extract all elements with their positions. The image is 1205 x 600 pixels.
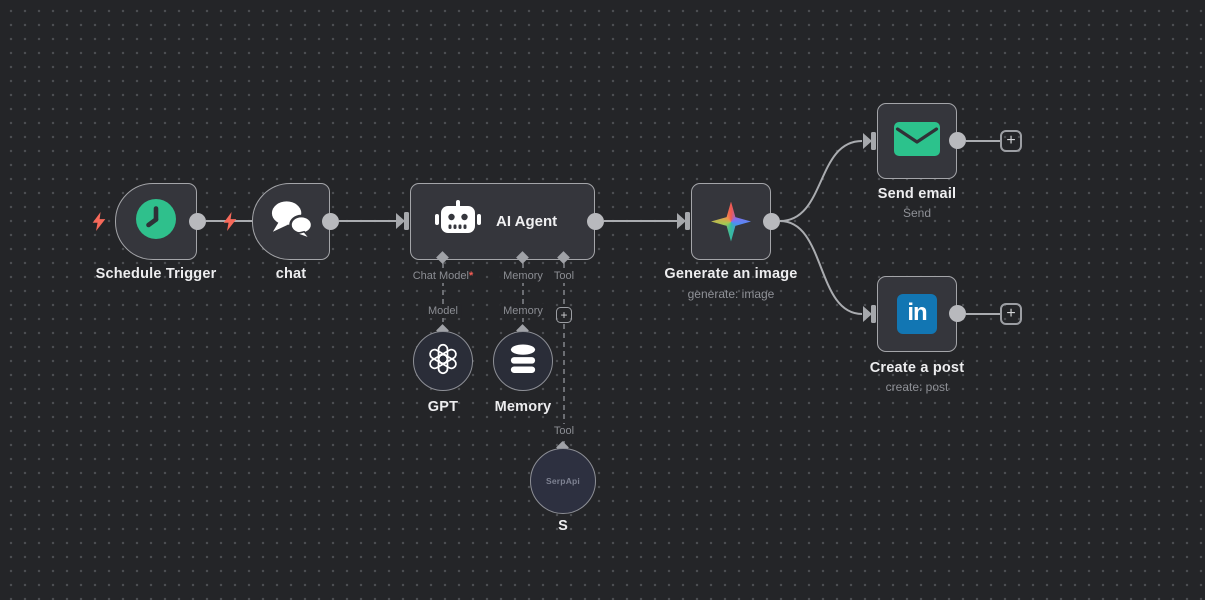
envelope-icon — [894, 121, 940, 161]
node-label-generate-image: Generate an image — [664, 266, 798, 282]
node-ai-agent[interactable]: AI Agent — [410, 183, 595, 260]
node-chat-trigger[interactable] — [252, 183, 330, 260]
node-schedule-trigger[interactable] — [115, 183, 197, 260]
required-marker: * — [468, 270, 474, 282]
node-serpapi[interactable]: SerpApi — [530, 448, 596, 514]
port-label-memory: Memory — [500, 269, 546, 283]
node-send-email[interactable] — [877, 103, 957, 179]
input-port-ai-agent[interactable] — [396, 212, 409, 230]
openai-icon — [427, 343, 459, 380]
input-port-generate-image[interactable] — [677, 212, 690, 230]
chat-bubbles-icon — [268, 198, 315, 245]
serpapi-badge: SerpApi — [546, 476, 580, 486]
connection-generate-to-post[interactable] — [779, 220, 863, 315]
node-subtitle-create-post: create: post — [885, 380, 949, 394]
subport-label-model: Model — [425, 304, 461, 318]
node-label-chat-trigger: chat — [275, 266, 307, 282]
add-tool-button[interactable]: + — [556, 307, 572, 323]
lightning-icon — [92, 212, 106, 236]
node-subtitle-generate-image: generate: image — [687, 287, 775, 301]
node-label-send-email: Send email — [877, 186, 957, 202]
connection-generate-to-email[interactable] — [779, 140, 863, 222]
node-gpt[interactable] — [413, 331, 473, 391]
node-label-serpapi: S — [558, 518, 568, 534]
linkedin-icon: in — [897, 294, 937, 334]
node-label-memory: Memory — [494, 399, 552, 415]
subport-label-tool: Tool — [550, 424, 578, 438]
node-title-ai-agent: AI Agent — [496, 213, 558, 230]
input-port-create-post[interactable] — [863, 305, 876, 323]
output-port-generate-image[interactable] — [763, 213, 780, 230]
node-create-post[interactable]: in — [877, 276, 957, 352]
node-memory[interactable] — [493, 331, 553, 391]
output-port-ai-agent[interactable] — [587, 213, 604, 230]
add-step-button[interactable]: + — [1000, 303, 1022, 325]
node-label-create-post: Create a post — [869, 360, 965, 376]
add-step-button[interactable]: + — [1000, 130, 1022, 152]
port-label-tool: Tool — [550, 269, 578, 283]
lightning-icon — [223, 212, 237, 236]
port-label-chat-model: Chat Model* — [409, 269, 477, 283]
output-port-schedule-trigger[interactable] — [189, 213, 206, 230]
node-label-gpt: GPT — [427, 399, 459, 415]
node-subtitle-send-email: Send — [902, 206, 932, 220]
node-generate-image[interactable] — [691, 183, 771, 260]
subport-label-memory: Memory — [500, 304, 546, 318]
input-port-send-email[interactable] — [863, 132, 876, 150]
gemini-star-icon — [711, 201, 751, 242]
robot-icon — [435, 200, 481, 243]
node-label-schedule-trigger: Schedule Trigger — [95, 266, 217, 282]
clock-icon — [135, 198, 177, 245]
database-icon — [509, 344, 537, 379]
output-port-chat-trigger[interactable] — [322, 213, 339, 230]
output-port-create-post[interactable] — [949, 305, 966, 322]
output-port-send-email[interactable] — [949, 132, 966, 149]
